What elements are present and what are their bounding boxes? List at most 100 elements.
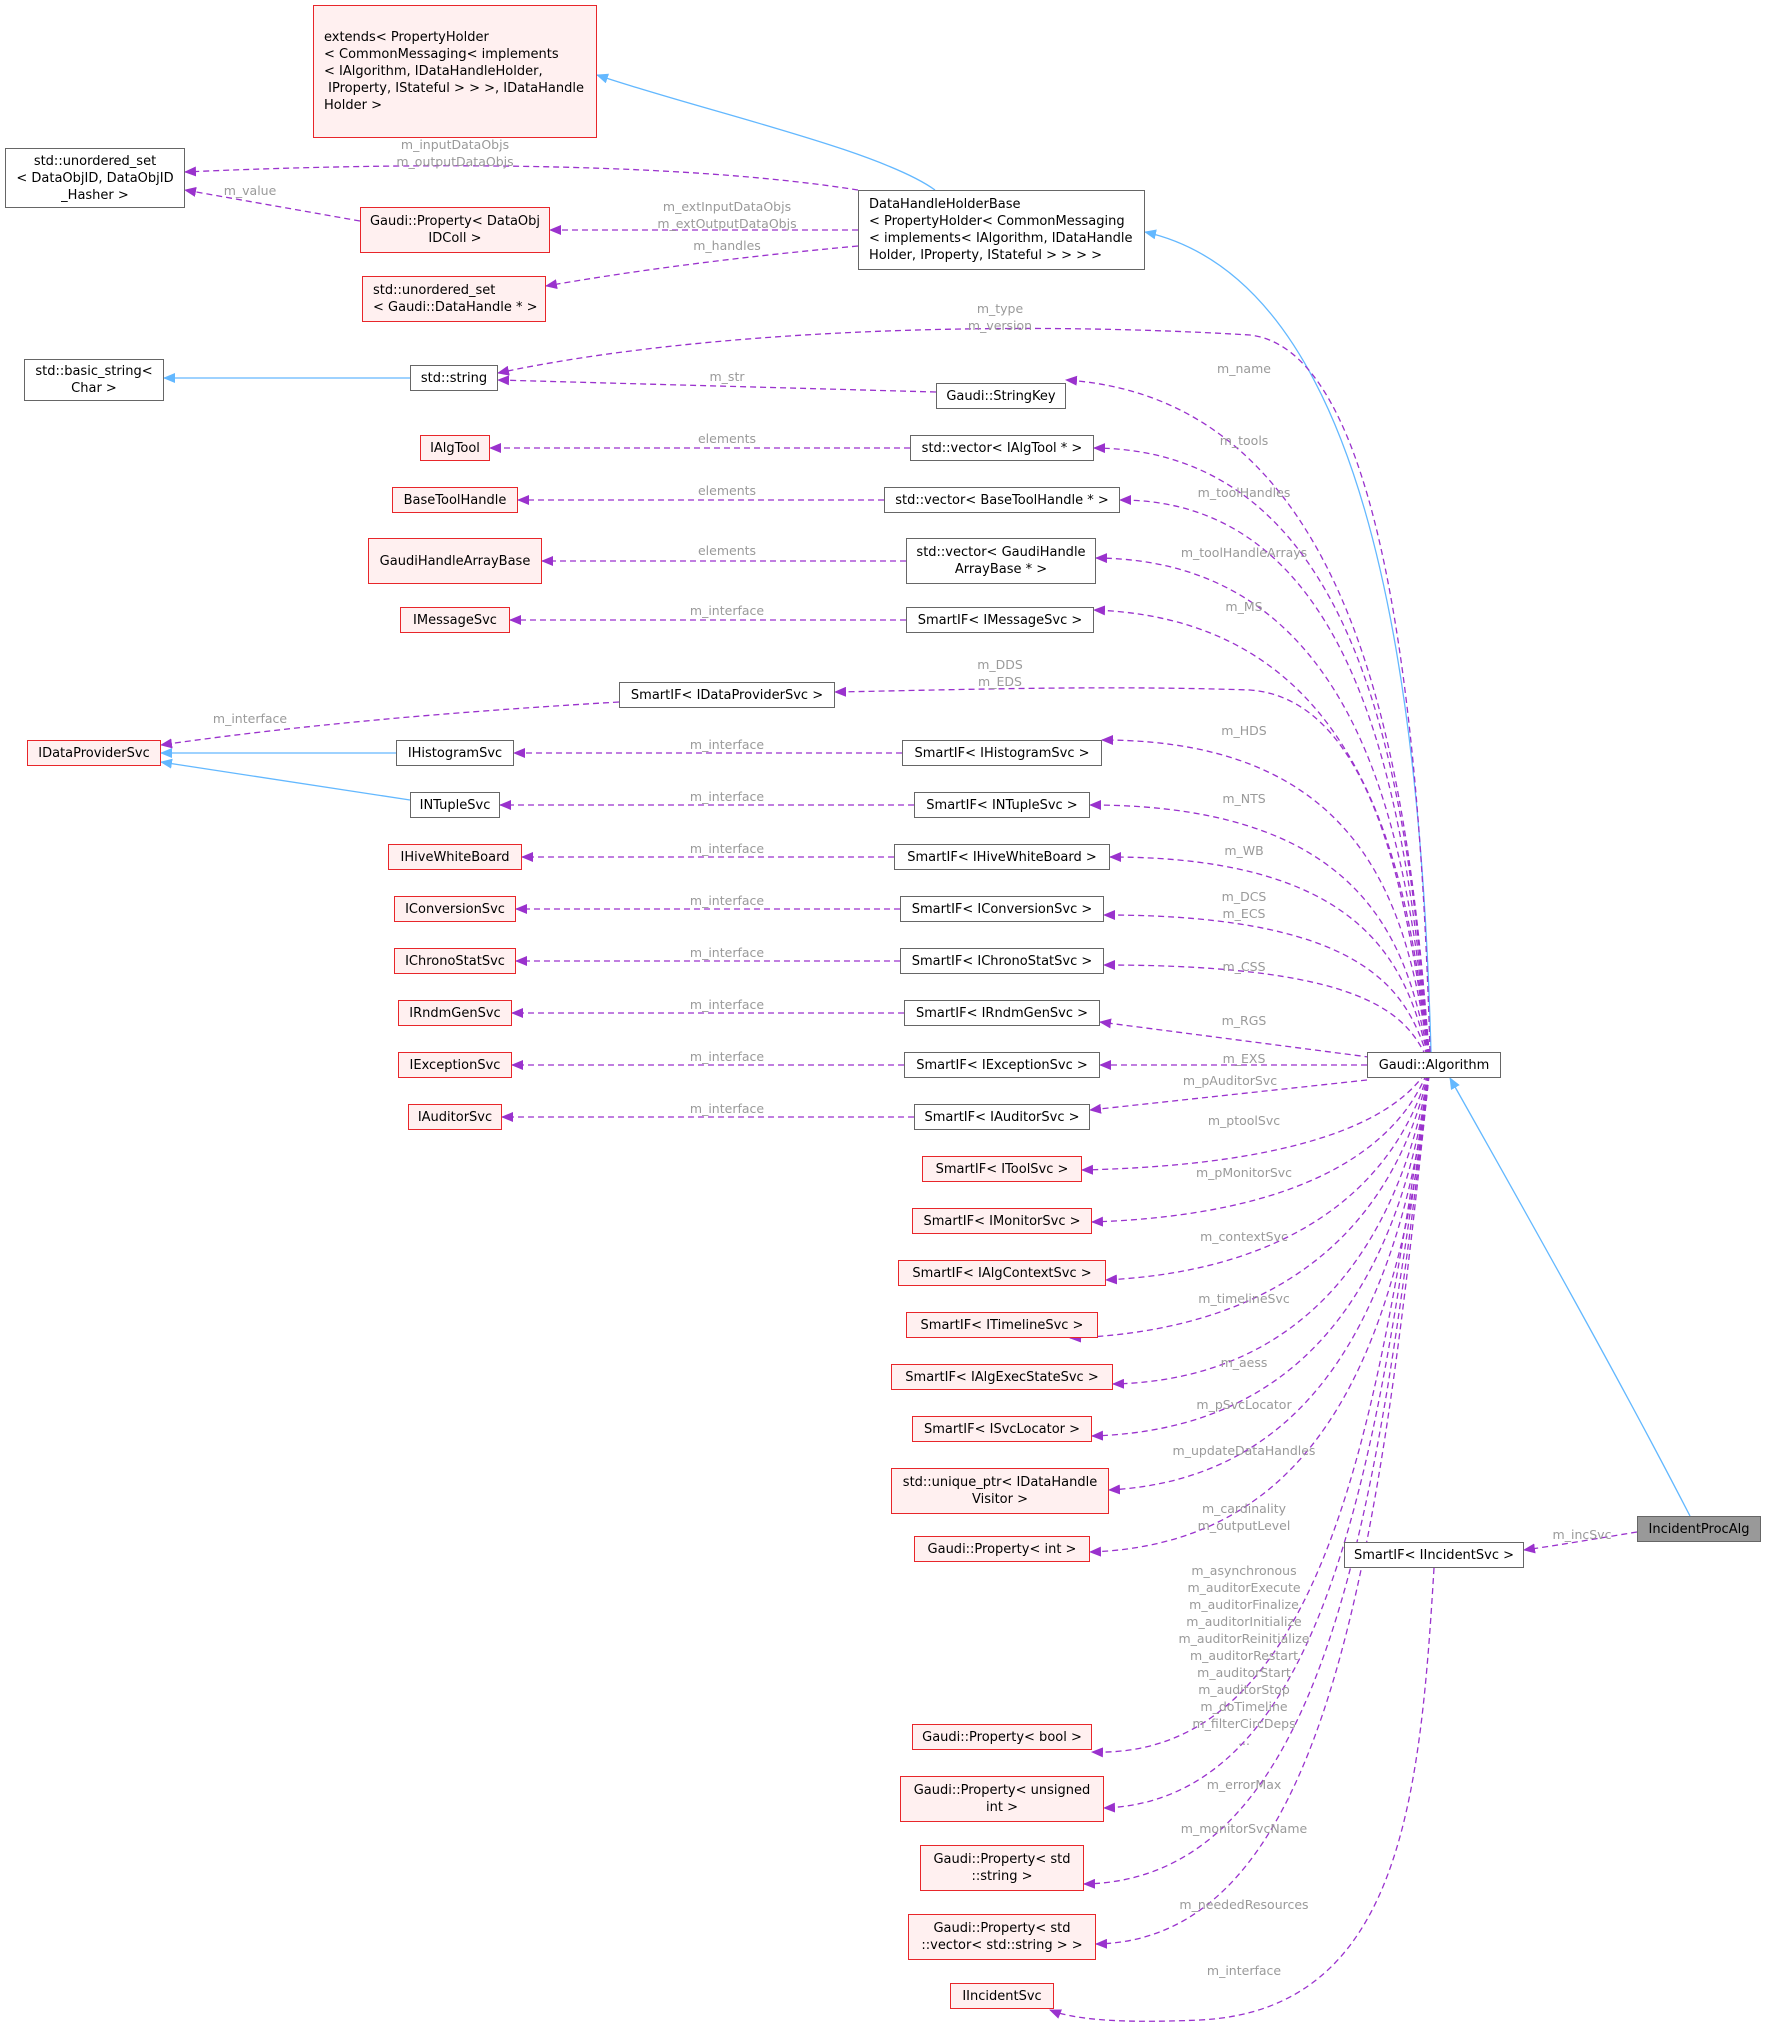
usage-edge xyxy=(1049,1567,1435,2022)
edge-label-pmonitorsvc: m_pMonitorSvc xyxy=(1195,1165,1293,1180)
node-sif-itoolsvc[interactable]: SmartIF< IToolSvc > xyxy=(922,1156,1082,1182)
node-sif-iauditorsvc[interactable]: SmartIF< IAuditorSvc > xyxy=(914,1104,1090,1130)
node-sif-imessagesvc[interactable]: SmartIF< IMessageSvc > xyxy=(906,607,1094,633)
edge-label-if-incident: m_interface xyxy=(1206,1963,1282,1978)
node-idataprovidersvc[interactable]: IDataProviderSvc xyxy=(27,740,161,766)
edge-label-psvclocator: m_pSvcLocator xyxy=(1196,1397,1292,1412)
node-sif-isvclocator[interactable]: SmartIF< ISvcLocator > xyxy=(912,1416,1092,1442)
edge-label-if-msg: m_interface xyxy=(689,603,765,618)
node-sif-iexceptionsvc[interactable]: SmartIF< IExceptionSvc > xyxy=(904,1052,1100,1078)
edge-label-elements2: elements xyxy=(697,483,757,498)
node-sif-intuplesvc[interactable]: SmartIF< INTupleSvc > xyxy=(914,792,1090,818)
node-vec-gaudihandle[interactable]: std::vector< GaudiHandle ArrayBase * > xyxy=(906,538,1096,584)
edge-label-if-dps: m_interface xyxy=(212,711,288,726)
node-ichronostatsvc[interactable]: IChronoStatSvc xyxy=(394,948,516,974)
node-basic-string[interactable]: std::basic_string< Char > xyxy=(24,359,164,401)
usage-edge xyxy=(1523,1531,1638,1554)
node-ihistogramsvc[interactable]: IHistogramSvc xyxy=(396,740,514,766)
node-sif-idataprovidersvc[interactable]: SmartIF< IDataProviderSvc > xyxy=(619,682,835,708)
edge-label-pauditorsvc: m_pAuditorSvc xyxy=(1182,1073,1278,1088)
node-property-string[interactable]: Gaudi::Property< std ::string > xyxy=(920,1845,1084,1891)
node-iexceptionsvc[interactable]: IExceptionSvc xyxy=(398,1052,512,1078)
node-property-unsigned[interactable]: Gaudi::Property< unsigned int > xyxy=(900,1776,1104,1822)
usage-edge xyxy=(1103,910,1431,1066)
usage-edge xyxy=(1091,1064,1431,1227)
node-intuplesvc[interactable]: INTupleSvc xyxy=(410,792,500,818)
usage-edge xyxy=(1093,605,1431,1066)
edge-label-asynchronous: m_asynchronous m_auditorExecute m_audito… xyxy=(1178,1563,1310,1748)
node-property-vector-string[interactable]: Gaudi::Property< std ::vector< std::stri… xyxy=(908,1914,1096,1960)
node-gaudi-algorithm[interactable]: Gaudi::Algorithm xyxy=(1367,1052,1501,1078)
edge-label-type: m_type m_version xyxy=(967,301,1033,333)
node-stringkey[interactable]: Gaudi::StringKey xyxy=(936,383,1066,409)
usage-edge xyxy=(1089,1079,1368,1114)
usage-edge xyxy=(1112,1064,1431,1389)
node-iconversionsvc[interactable]: IConversionSvc xyxy=(394,896,516,922)
usage-edge xyxy=(1105,1064,1431,1285)
usage-edge xyxy=(1101,735,1431,1066)
edge-label-handles: m_handles xyxy=(693,238,761,253)
node-sif-ialgcontextsvc[interactable]: SmartIF< IAlgContextSvc > xyxy=(898,1260,1106,1286)
node-vec-ialgtool[interactable]: std::vector< IAlgTool * > xyxy=(910,435,1094,461)
edge-label-if-exc: m_interface xyxy=(689,1049,765,1064)
usage-edge xyxy=(1095,553,1431,1066)
node-sif-itimelinesvc[interactable]: SmartIF< ITimelineSvc > xyxy=(906,1312,1098,1338)
usage-edge xyxy=(497,327,1431,1053)
node-sif-iconversionsvc[interactable]: SmartIF< IConversionSvc > xyxy=(900,896,1104,922)
node-property-bool[interactable]: Gaudi::Property< bool > xyxy=(912,1724,1092,1750)
edge-label-if-nt: m_interface xyxy=(689,789,765,804)
edge-label-extinput: m_extInputDataObjs m_extOutputDataObjs xyxy=(657,199,797,231)
node-std-string[interactable]: std::string xyxy=(410,365,498,391)
edge-label-if-wb: m_interface xyxy=(689,841,765,856)
usage-edge xyxy=(1083,1064,1431,1889)
usage-edge xyxy=(1103,960,1431,1066)
edge-label-value: m_value xyxy=(223,183,277,198)
node-sif-imonitorsvc[interactable]: SmartIF< IMonitorSvc > xyxy=(912,1208,1092,1234)
usage-edge xyxy=(1091,1064,1431,1758)
usage-edge xyxy=(497,375,937,393)
node-sif-ihistogramsvc[interactable]: SmartIF< IHistogramSvc > xyxy=(902,740,1102,766)
node-ihivewhiteboard[interactable]: IHiveWhiteBoard xyxy=(388,844,522,870)
node-gaudihandlearraybase[interactable]: GaudiHandleArrayBase xyxy=(368,538,542,584)
node-iauditorsvc[interactable]: IAuditorSvc xyxy=(408,1104,502,1130)
edge-label-updatedatahandles: m_updateDataHandles xyxy=(1172,1443,1316,1458)
edge-label-str: m_str xyxy=(709,369,745,384)
edge-label-if-aud: m_interface xyxy=(689,1101,765,1116)
edge-label-inputdataobjs: m_inputDataObjs m_outputDataObjs xyxy=(396,137,514,169)
edge-label-if-rndm: m_interface xyxy=(689,997,765,1012)
node-sif-iincidentsvc[interactable]: SmartIF< IIncidentSvc > xyxy=(1344,1542,1524,1568)
node-iincidentsvc[interactable]: IIncidentSvc xyxy=(950,1983,1054,2009)
inheritance-edge xyxy=(1144,229,1432,1053)
node-extends[interactable]: extends< PropertyHolder < CommonMessagin… xyxy=(313,5,597,138)
node-sif-ichronostatsvc[interactable]: SmartIF< IChronoStatSvc > xyxy=(900,948,1104,974)
node-irndmgensvc[interactable]: IRndmGenSvc xyxy=(398,1000,512,1026)
node-sif-irndmgensvc[interactable]: SmartIF< IRndmGenSvc > xyxy=(904,1000,1100,1026)
node-unique-ptr-visitor[interactable]: std::unique_ptr< IDataHandle Visitor > xyxy=(891,1468,1109,1514)
edge-label-neededresources: m_neededResources xyxy=(1179,1897,1309,1912)
node-sif-ialgexecstatesvc[interactable]: SmartIF< IAlgExecStateSvc > xyxy=(891,1364,1113,1390)
edge-label-toolhandlearrays: m_toolHandleArrays xyxy=(1180,545,1308,560)
node-incidentprocalg[interactable]: IncidentProcAlg xyxy=(1637,1516,1761,1542)
usage-edge xyxy=(834,686,1431,1066)
node-property-int[interactable]: Gaudi::Property< int > xyxy=(914,1536,1090,1562)
edge-label-nts: m_NTS xyxy=(1222,791,1266,806)
node-imessagesvc[interactable]: IMessageSvc xyxy=(400,607,510,633)
edge-label-contextsvc: m_contextSvc xyxy=(1200,1229,1288,1244)
usage-edge xyxy=(1103,1064,1431,1813)
node-datahandleholderbase[interactable]: DataHandleHolderBase < PropertyHolder< C… xyxy=(858,190,1145,270)
usage-edge xyxy=(1093,443,1431,1066)
usage-edge xyxy=(1065,375,1431,1066)
edge-label-toolhandles: m_toolHandles xyxy=(1197,485,1291,500)
node-sif-ihivewhiteboard[interactable]: SmartIF< IHiveWhiteBoard > xyxy=(894,844,1110,870)
node-property-dataobjidcoll[interactable]: Gaudi::Property< DataObj IDColl > xyxy=(360,207,550,253)
node-unordered-set-dataobj[interactable]: std::unordered_set < DataObjID, DataObjI… xyxy=(5,148,185,208)
edge-label-monitorsvcname: m_monitorSvcName xyxy=(1180,1821,1308,1836)
node-ialgtool[interactable]: IAlgTool xyxy=(420,435,490,461)
edge-label-wb: m_WB xyxy=(1224,843,1264,858)
usage-edge xyxy=(1069,1064,1431,1343)
node-vec-basetoolhandle[interactable]: std::vector< BaseToolHandle * > xyxy=(884,487,1120,513)
node-basetoolhandle[interactable]: BaseToolHandle xyxy=(392,487,518,513)
node-unordered-set-datahandle[interactable]: std::unordered_set < Gaudi::DataHandle *… xyxy=(362,276,546,322)
inheritance-edge xyxy=(160,758,411,801)
